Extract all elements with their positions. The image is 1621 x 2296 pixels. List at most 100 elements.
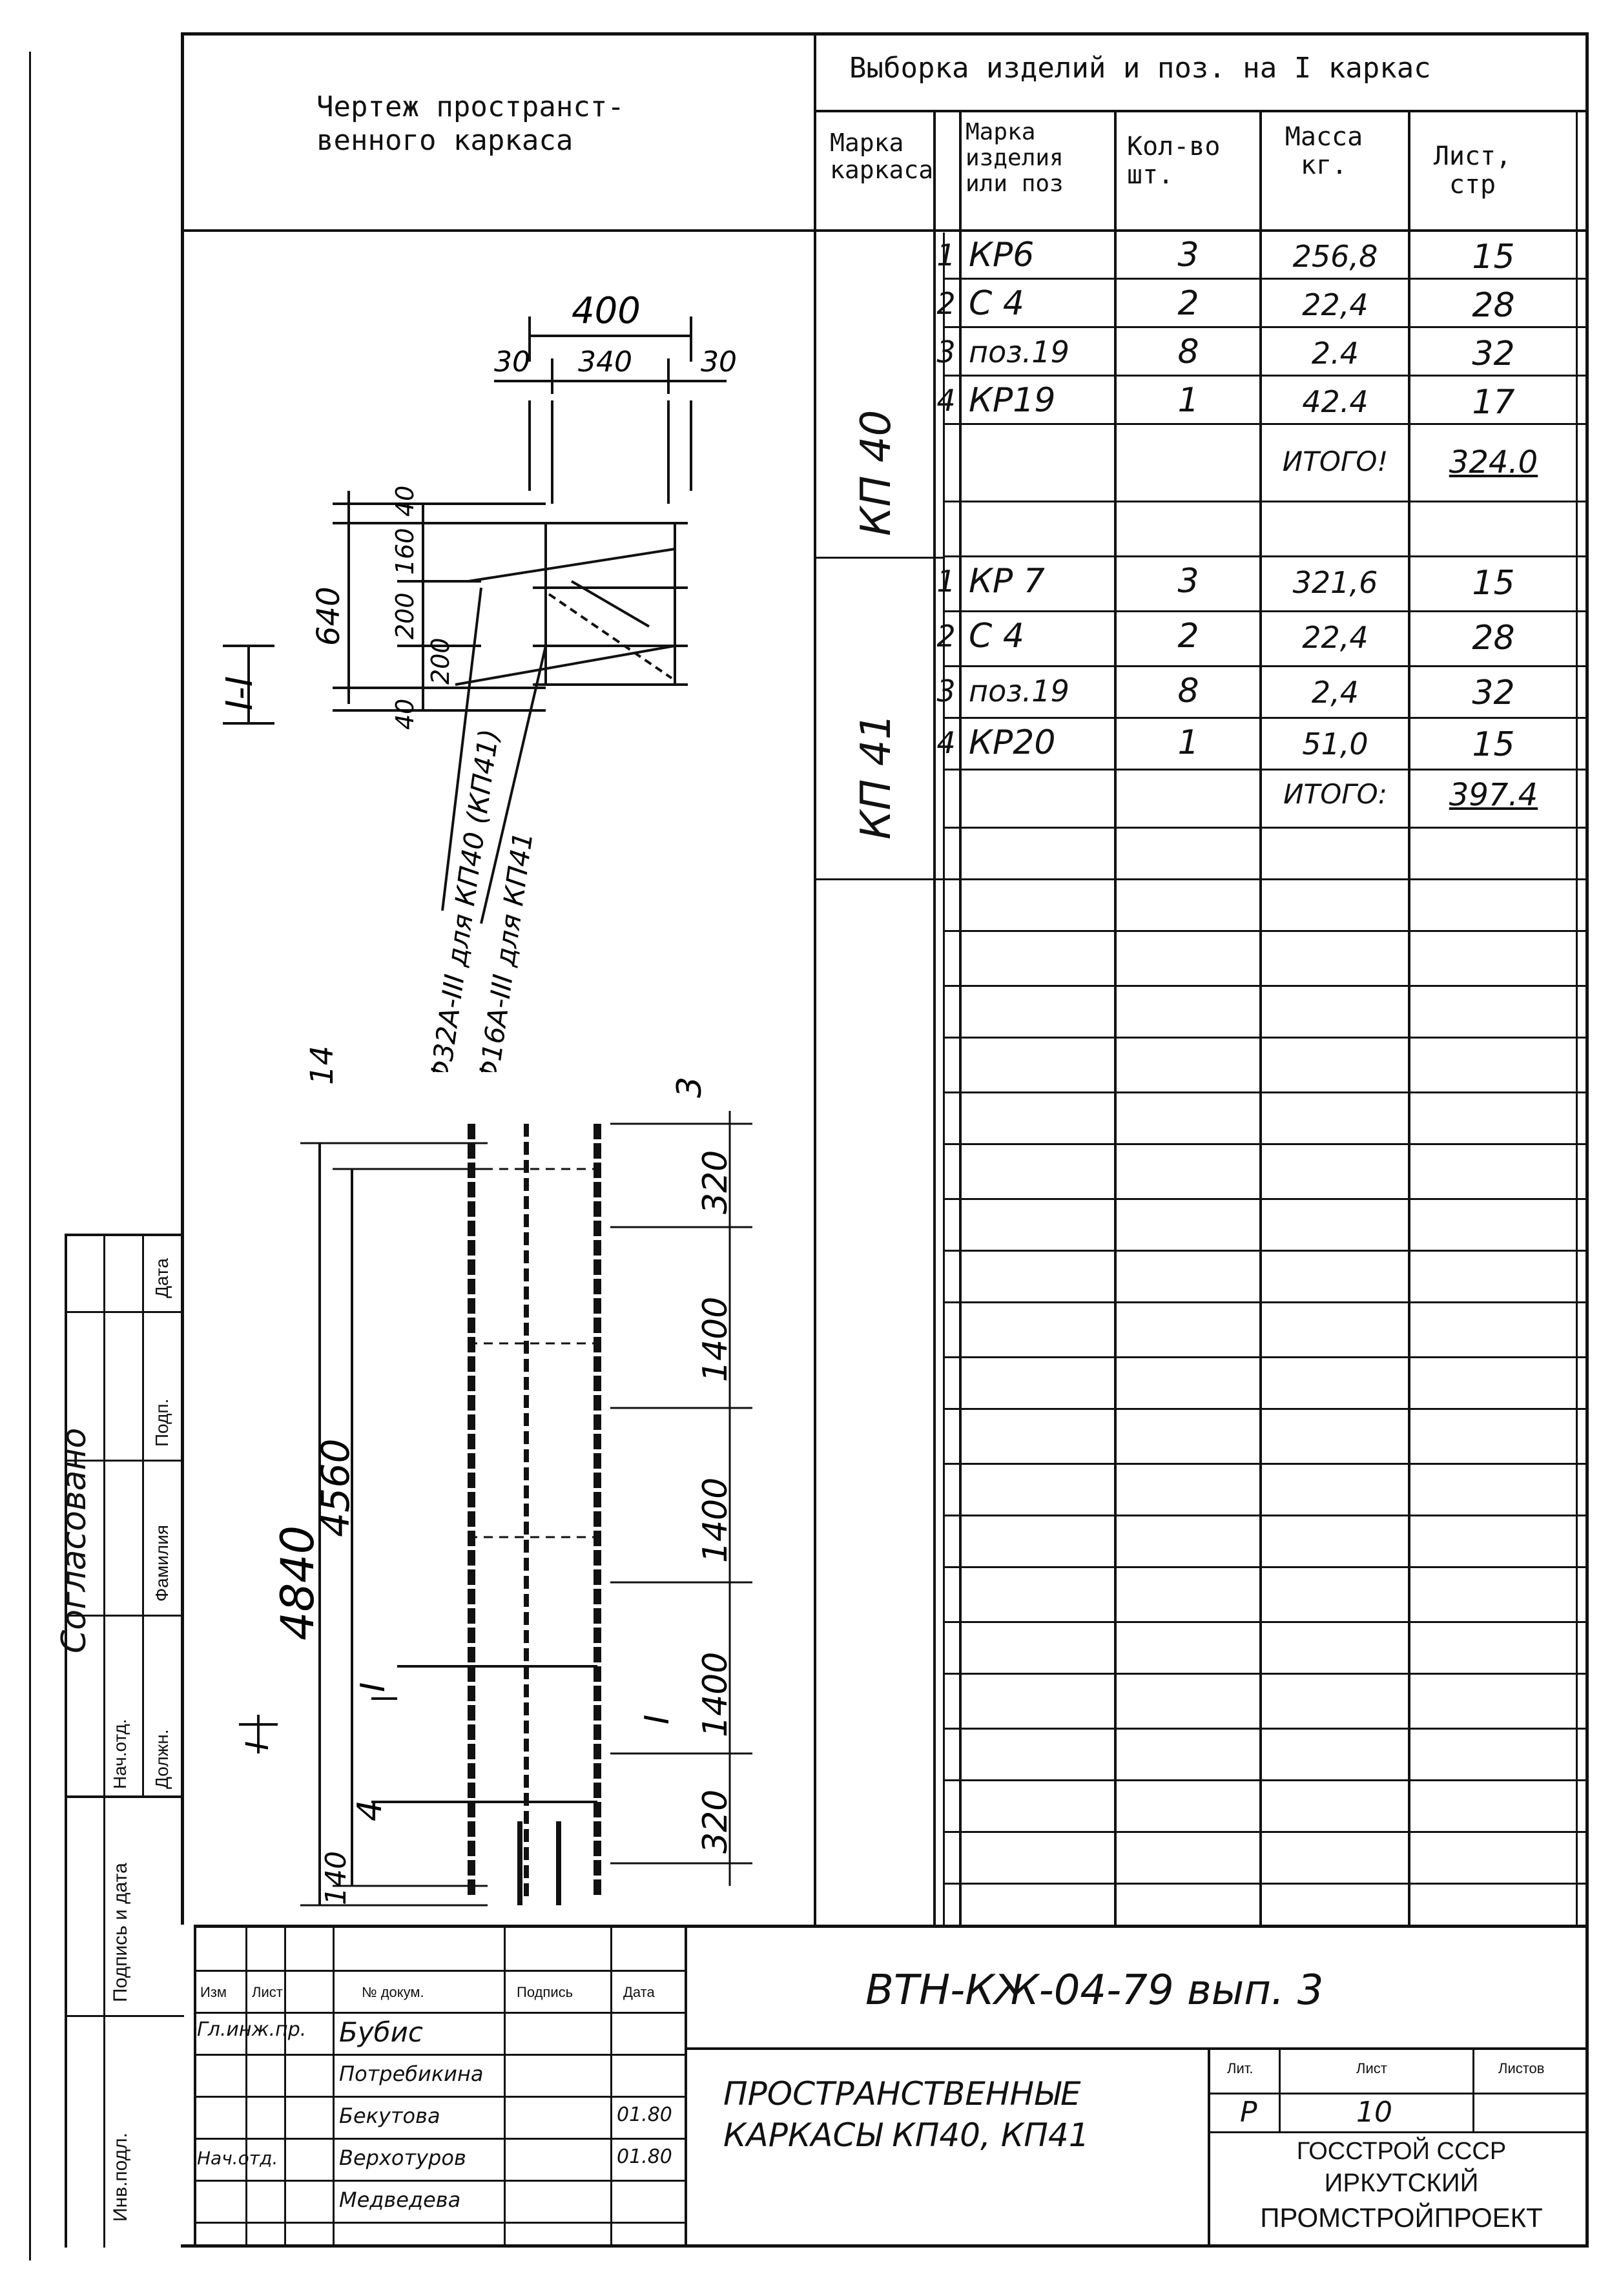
approval-surname: Фамилия xyxy=(152,1525,172,1602)
row-number: 3 xyxy=(936,335,956,369)
inventory-label: Инв.подл. xyxy=(110,2132,131,2222)
org-line-1: ГОССТРОЙ СССР xyxy=(1296,2138,1507,2165)
approval-signature: Подп. xyxy=(152,1398,172,1447)
sheets-header: Листов xyxy=(1498,2060,1545,2076)
staff-name: Бекутова xyxy=(339,2104,440,2128)
section-mark-bottom: I xyxy=(638,1715,677,1724)
row-mark: С 4 xyxy=(969,284,1024,323)
staff-name: Медведева xyxy=(339,2187,461,2212)
spec-table-title: Выборка изделий и поз. на I каркас xyxy=(849,52,1431,85)
section-label: I-I xyxy=(219,676,261,710)
staff-role: Гл.инж.пр. xyxy=(197,2018,307,2041)
staff-date: 01.80 xyxy=(617,2146,672,2168)
dim-seg-3: 1400 xyxy=(696,1652,735,1737)
row-sheet: 28 xyxy=(1472,619,1515,657)
row-number: 2 xyxy=(936,619,956,654)
dim-bottom-offset: 140 xyxy=(320,1851,353,1905)
row-qty: 2 xyxy=(1177,284,1199,323)
stage-header: Лит. xyxy=(1227,2060,1254,2076)
row-mass: 2,4 xyxy=(1311,675,1359,710)
org-line-2: ИРКУТСКИЙ xyxy=(1324,2169,1479,2197)
header-item-mark: Марка изделия или поз xyxy=(965,119,1064,197)
dim-inner: 4560 xyxy=(313,1438,358,1537)
row-qty: 2 xyxy=(1177,617,1199,656)
dim-40-bottom: 40 xyxy=(391,699,419,730)
col-change: Изм xyxy=(200,1984,227,2000)
row-mark: С 4 xyxy=(969,617,1024,656)
dim-200b: 200 xyxy=(426,637,455,685)
row-number: 4 xyxy=(936,725,956,760)
dim-seg-1: 1400 xyxy=(696,1297,735,1382)
frame-mark-kp41: КП 41 xyxy=(852,713,900,840)
cut-marker: I xyxy=(240,1741,276,1750)
row-mark: КР6 xyxy=(969,236,1035,274)
row-qty: 3 xyxy=(1177,562,1199,601)
row-mass: 42.4 xyxy=(1302,384,1368,419)
total-label: ИТОГО! xyxy=(1282,446,1389,477)
sheet-header: Лист xyxy=(1356,2060,1387,2076)
staff-name: Потребикина xyxy=(339,2062,484,2086)
row-qty: 1 xyxy=(1177,723,1199,762)
row-sheet: 15 xyxy=(1472,725,1515,764)
staff-role: Нач.отд. xyxy=(197,2147,278,2169)
staff-date: 01.80 xyxy=(617,2104,672,2126)
dim-width-total: 400 xyxy=(572,290,641,332)
staff-name: Бубис xyxy=(339,2016,423,2048)
row-mass: 321,6 xyxy=(1292,565,1378,600)
stage-value: Р xyxy=(1240,2096,1257,2129)
row-mass: 2.4 xyxy=(1311,336,1359,371)
col-signature: Подпись xyxy=(517,1984,573,2000)
frame-mark-kp40: КП 40 xyxy=(852,409,900,536)
dim-top-offset: 140 xyxy=(304,1046,340,1085)
row-qty: 8 xyxy=(1177,672,1199,710)
row-sheet: 32 xyxy=(1472,335,1515,373)
dim-40-top: 40 xyxy=(391,486,419,517)
row-mark: КР19 xyxy=(969,381,1056,420)
row-mass: 22,4 xyxy=(1302,287,1368,322)
elevation-drawing: 140 4840 4560 320 1400 1400 1400 320 140… xyxy=(239,1046,752,1907)
dim-height-total: 640 xyxy=(311,586,347,646)
approval-title: Согласовано xyxy=(55,1427,94,1653)
header-frame-mark: Марка каркаса xyxy=(830,129,934,184)
dim-160: 160 xyxy=(391,528,419,575)
dim-total: 4840 xyxy=(271,1525,324,1640)
row-mark: поз.19 xyxy=(969,674,1069,708)
section-drawing: 400 340 30 30 640 40 160 200 200 40 Ф32А… xyxy=(219,290,737,1072)
dim-width-inner: 340 xyxy=(578,346,632,378)
col-sheet: Лист xyxy=(252,1984,283,2000)
row-sheet: 32 xyxy=(1472,674,1515,712)
row-mark: КР 7 xyxy=(969,562,1045,601)
position-mark-4: 4 xyxy=(351,1800,389,1821)
dim-seg-2: 1400 xyxy=(696,1478,735,1563)
total-value: 324.0 xyxy=(1449,444,1538,481)
row-sheet: 17 xyxy=(1472,383,1515,422)
total-value: 397.4 xyxy=(1449,777,1538,813)
section-mark-top: I xyxy=(354,1682,393,1692)
row-number: 4 xyxy=(936,383,956,418)
header-qty: Кол-во шт. xyxy=(1127,132,1221,190)
sheet-value: 10 xyxy=(1356,2096,1392,2129)
row-number: 3 xyxy=(936,674,956,708)
approval-position: Должн. xyxy=(152,1729,172,1789)
drawing-title: Чертеж пространст-венного каркаса xyxy=(316,90,625,157)
staff-name: Верхотуров xyxy=(339,2146,466,2170)
position-mark-3: 3 xyxy=(670,1077,709,1098)
approval-date: Дата xyxy=(152,1257,172,1298)
row-mass: 22,4 xyxy=(1302,620,1368,655)
header-mass: Масса кг. xyxy=(1285,122,1363,180)
row-sheet: 15 xyxy=(1472,564,1515,603)
header-sheet: Лист, стр xyxy=(1433,141,1512,200)
dim-200: 200 xyxy=(391,592,419,639)
approval-dept: Нач.отд. xyxy=(110,1719,130,1789)
row-sheet: 28 xyxy=(1472,286,1515,325)
row-mass: 256,8 xyxy=(1292,239,1378,274)
dim-edge-right: 30 xyxy=(701,346,737,378)
row-sheet: 15 xyxy=(1472,238,1515,276)
org-line-3: ПРОМСТРОЙПРОЕКТ xyxy=(1260,2202,1543,2233)
col-date: Дата xyxy=(623,1984,655,2000)
row-mark: поз.19 xyxy=(969,335,1069,369)
total-label: ИТОГО: xyxy=(1283,778,1387,810)
dim-edge-left: 30 xyxy=(494,346,530,378)
row-number: 1 xyxy=(936,564,956,599)
signature-date-label: Подпись и дата xyxy=(110,1863,131,2002)
